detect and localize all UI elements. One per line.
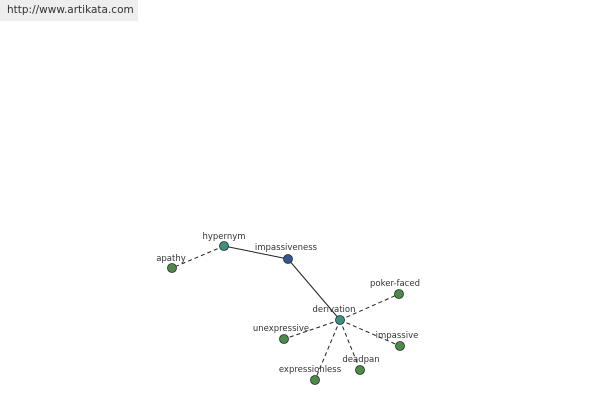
node-unexpressive[interactable]: unexpressive bbox=[253, 324, 309, 344]
node-circle-derivation[interactable] bbox=[335, 315, 345, 325]
node-derivation[interactable]: derivation bbox=[312, 305, 356, 325]
edge-derivation-poker-faced bbox=[339, 293, 400, 321]
edge-derivation-unexpressive bbox=[283, 319, 341, 340]
edge-impassiveness-derivation bbox=[287, 258, 341, 321]
node-poker-faced[interactable]: poker-faced bbox=[370, 279, 420, 299]
node-label-expressionless: expressionless bbox=[279, 365, 342, 375]
node-deadpan[interactable]: deadpan bbox=[342, 355, 380, 375]
node-label-unexpressive: unexpressive bbox=[253, 324, 309, 334]
node-circle-expressionless[interactable] bbox=[310, 375, 320, 385]
node-label-hypernym: hypernym bbox=[202, 232, 245, 242]
node-hypernym[interactable]: hypernym bbox=[202, 232, 246, 251]
edge-impassiveness-hypernym bbox=[223, 245, 289, 260]
edge-hypernym-apathy bbox=[171, 245, 225, 269]
node-circle-impassive[interactable] bbox=[395, 341, 405, 351]
node-impassiveness[interactable]: impassiveness bbox=[255, 243, 318, 264]
node-label-derivation: derivation bbox=[312, 305, 355, 315]
node-circle-poker-faced[interactable] bbox=[394, 289, 404, 299]
node-circle-unexpressive[interactable] bbox=[279, 334, 289, 344]
node-circle-impassiveness[interactable] bbox=[283, 254, 293, 264]
watermark-url: http://www.artikata.com bbox=[0, 0, 138, 21]
node-expressionless[interactable]: expressionless bbox=[279, 365, 342, 385]
node-label-impassiveness: impassiveness bbox=[255, 243, 318, 253]
node-label-poker-faced: poker-faced bbox=[370, 279, 420, 289]
edge-derivation-impassive bbox=[339, 319, 401, 347]
edge-derivation-expressionless bbox=[314, 319, 341, 381]
edges-layer bbox=[171, 245, 401, 381]
node-label-impassive: impassive bbox=[376, 331, 419, 341]
node-circle-hypernym[interactable] bbox=[219, 241, 229, 251]
node-impassive[interactable]: impassive bbox=[376, 331, 419, 351]
node-circle-apathy[interactable] bbox=[167, 263, 177, 273]
node-circle-deadpan[interactable] bbox=[355, 365, 365, 375]
nodes-layer: hypernym impassiveness apathy derivation pok… bbox=[156, 232, 420, 385]
node-apathy[interactable]: apathy bbox=[156, 254, 186, 273]
edge-derivation-deadpan bbox=[339, 319, 361, 371]
node-label-deadpan: deadpan bbox=[342, 355, 379, 365]
node-label-apathy: apathy bbox=[156, 254, 186, 264]
